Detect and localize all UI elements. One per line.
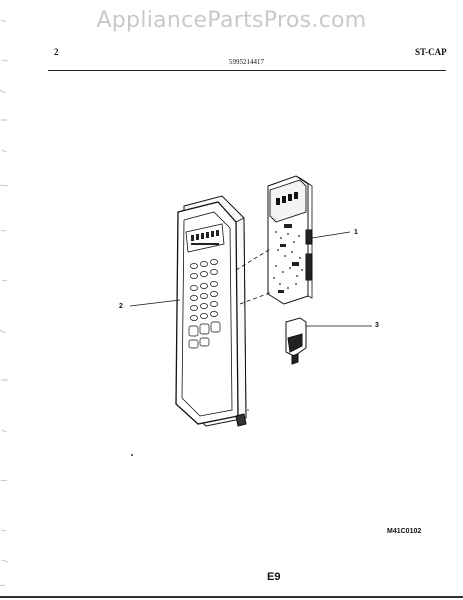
page-number: 2 (54, 47, 59, 57)
callout-label-1: 1 (354, 229, 358, 236)
callout-label-2: 2 (119, 303, 123, 310)
watermark-text: AppliancePartsPros.com (96, 8, 367, 33)
model-code: ST-CAP (415, 47, 447, 57)
bracket-drawing (285, 317, 372, 365)
alignment-lines (235, 247, 273, 305)
figure-code: M41C0102 (387, 528, 422, 535)
bottom-edge (0, 596, 463, 598)
scan-edge-artifact (0, 19, 9, 587)
control-board-drawing (267, 175, 351, 305)
header-rule (48, 70, 446, 71)
page-label: E9 (267, 571, 281, 583)
callout-label-3: 3 (375, 322, 379, 329)
part-number: 5995214417 (229, 58, 264, 66)
control-panel-drawing (175, 195, 247, 427)
